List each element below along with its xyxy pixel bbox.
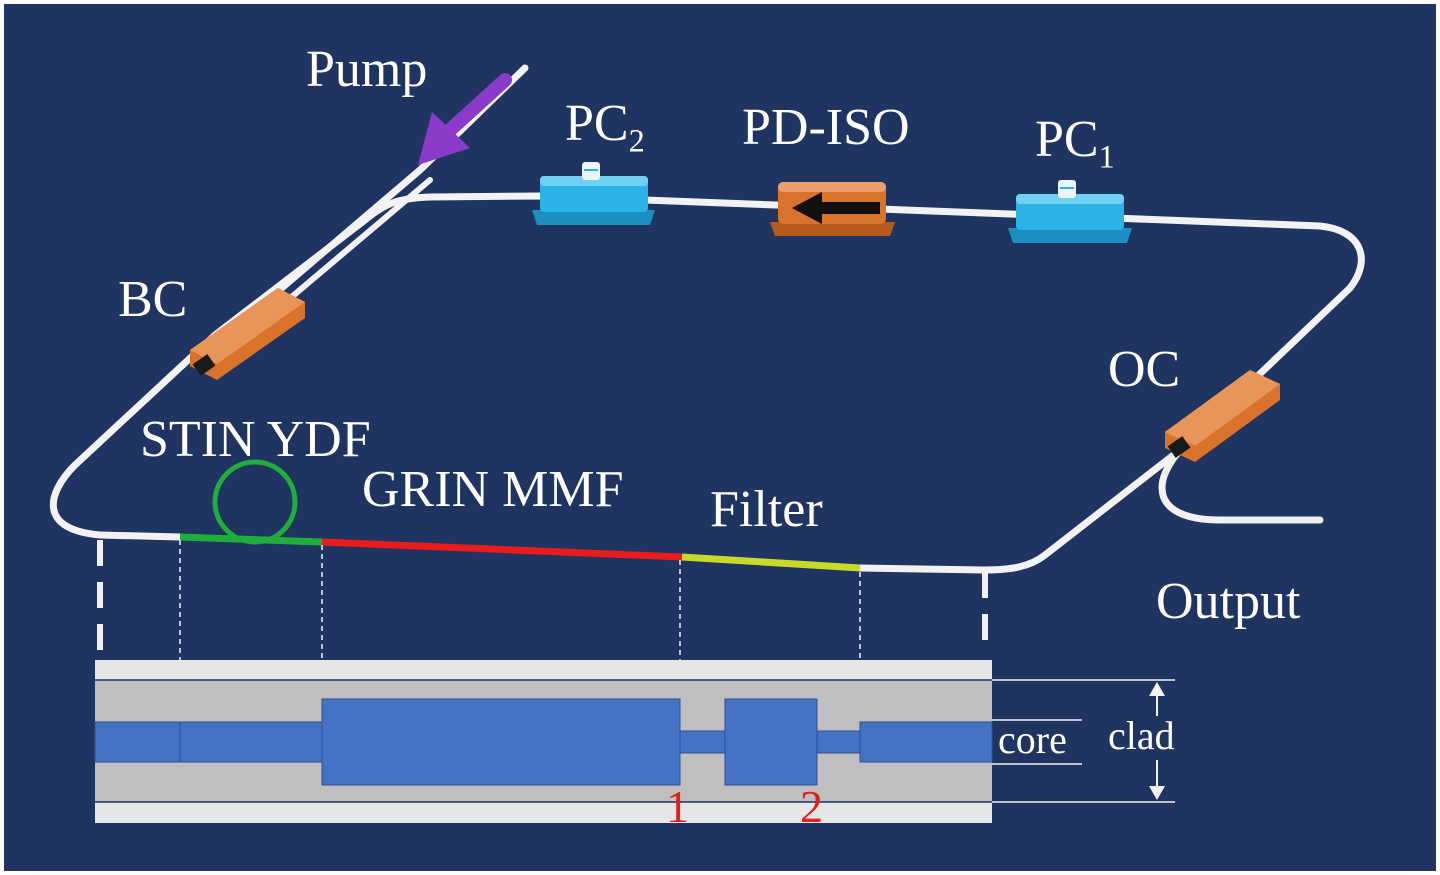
pc1-label-subscript: 1 <box>1098 138 1115 175</box>
stin-ydf-label: STIN YDF <box>140 411 371 468</box>
grin-mmf-label: GRIN MMF <box>362 461 624 518</box>
pc1-device <box>1008 180 1132 243</box>
pump-label: Pump <box>306 41 428 98</box>
ydf-coil <box>212 459 298 545</box>
pc1-label: PC1 <box>1035 114 1115 173</box>
oc-coupler <box>1165 370 1280 462</box>
grin-mmf-segment <box>321 538 683 561</box>
clad-arrow-down-icon <box>1149 786 1165 800</box>
clad-label: clad <box>1108 713 1175 758</box>
pd-iso-device <box>770 182 895 236</box>
output-fiber <box>1158 441 1324 524</box>
pc2-label-text: PC <box>565 95 629 152</box>
grin-mmf-core <box>321 698 681 786</box>
output-label: Output <box>1156 573 1301 630</box>
splice-point-1: 1 <box>666 781 689 832</box>
oc-label: OC <box>1108 341 1181 398</box>
filter-label: Filter <box>710 481 823 538</box>
pd-iso-label: PD-ISO <box>742 99 910 156</box>
fiber-ring <box>49 192 1365 574</box>
pc2-label: PC2 <box>565 98 645 157</box>
bc-label: BC <box>118 271 188 328</box>
filter-smf-core-1 <box>679 730 726 754</box>
filter-smf-core-2 <box>816 730 861 754</box>
pc2-device <box>532 162 655 225</box>
filter-segment <box>681 553 861 572</box>
core-label: core <box>998 717 1067 762</box>
smf-segment <box>99 531 181 541</box>
dimension-lines <box>992 679 1175 803</box>
isolator-arrow-icon <box>792 192 822 224</box>
pump-arrow <box>418 73 512 165</box>
filter-mmf-core <box>724 698 818 786</box>
smf-core <box>94 721 181 763</box>
ydf-core <box>179 721 323 763</box>
pc2-label-subscript: 2 <box>628 122 645 159</box>
fiber-cross-section <box>94 660 993 823</box>
pc1-label-text: PC <box>1035 111 1099 168</box>
output-smf-core <box>859 721 993 763</box>
clad-arrow-up-icon <box>1149 682 1165 696</box>
bc-coupler <box>190 288 305 380</box>
splice-point-2: 2 <box>800 781 823 832</box>
